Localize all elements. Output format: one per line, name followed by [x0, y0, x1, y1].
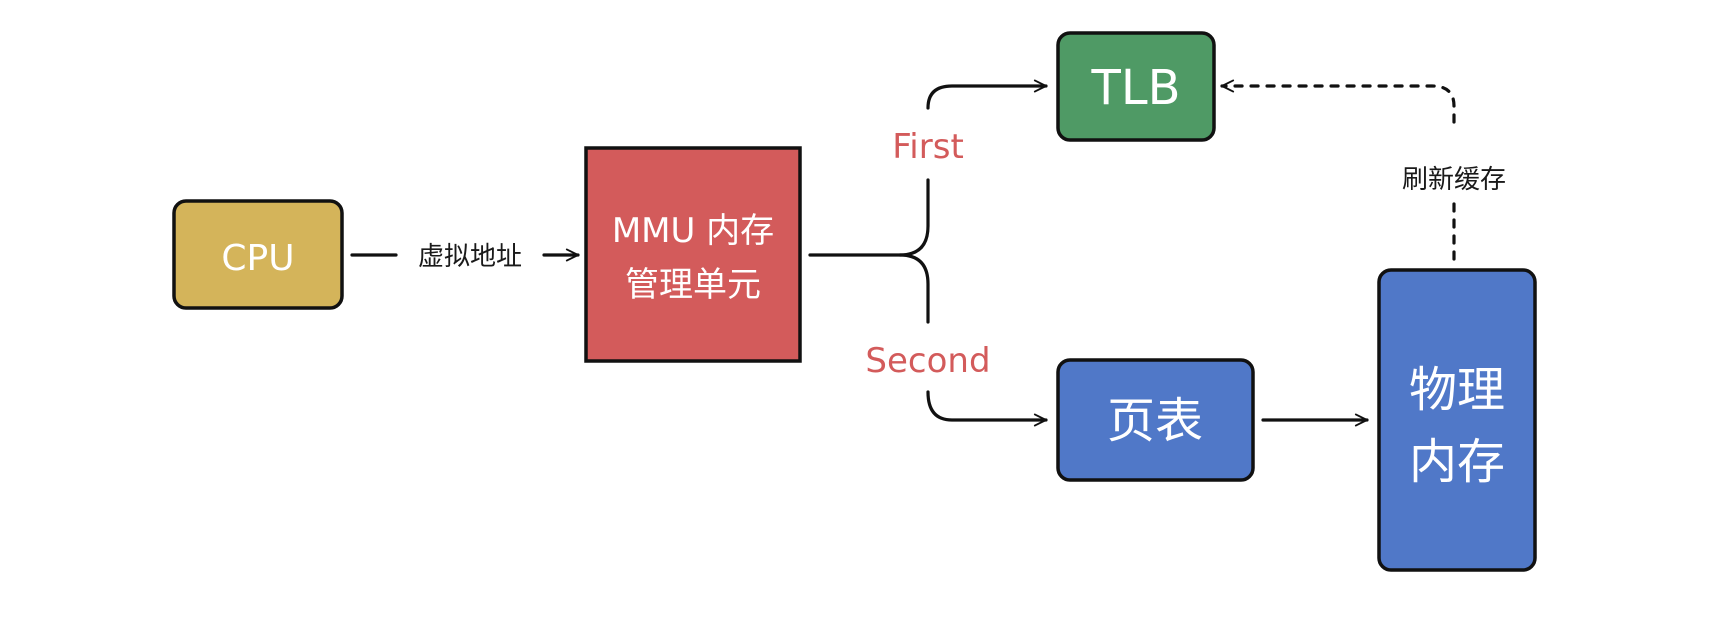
edge-first-branch: First: [892, 79, 1048, 167]
edge-second-branch: Second: [865, 341, 1048, 427]
node-mmu-label-line2: 管理单元: [625, 265, 761, 305]
node-cpu-label: CPU: [221, 238, 294, 279]
node-page-table: 页表: [1056, 358, 1255, 482]
edge-second-branch-label: Second: [865, 341, 990, 381]
edge-first-branch-line: [926, 79, 1048, 110]
edge-mmu-brace-lower: [898, 253, 930, 324]
edge-cpu-to-mmu-label: 虚拟地址: [418, 242, 522, 272]
edge-mmu-split: [808, 178, 930, 324]
node-cpu-box: [172, 199, 344, 310]
edge-refresh-cache: 刷新缓存: [1220, 79, 1506, 264]
node-physical-memory-label-line2: 内存: [1409, 434, 1505, 490]
node-tlb-box: [1056, 31, 1216, 142]
node-tlb-label: TLB: [1091, 60, 1181, 116]
node-cpu: CPU: [172, 199, 344, 310]
node-mmu-box: [584, 146, 802, 363]
edge-mmu-brace: [808, 178, 930, 257]
node-mmu-label-line1: MMU 内存: [612, 211, 774, 251]
node-page-table-box: [1056, 358, 1255, 482]
edge-second-branch-line: [926, 390, 1048, 427]
node-page-table-label: 页表: [1107, 393, 1203, 449]
node-mmu: MMU 内存 管理单元: [584, 146, 802, 363]
edge-refresh-cache-label: 刷新缓存: [1402, 165, 1506, 195]
node-tlb: TLB: [1056, 31, 1216, 142]
edge-first-branch-label: First: [892, 127, 964, 167]
edge-cpu-to-mmu: 虚拟地址: [350, 242, 580, 272]
edge-refresh-cache-upper: [1220, 79, 1456, 124]
node-physical-memory-box: [1377, 268, 1537, 572]
node-physical-memory: 物理 内存: [1377, 268, 1537, 572]
node-physical-memory-label-line1: 物理: [1409, 362, 1505, 418]
